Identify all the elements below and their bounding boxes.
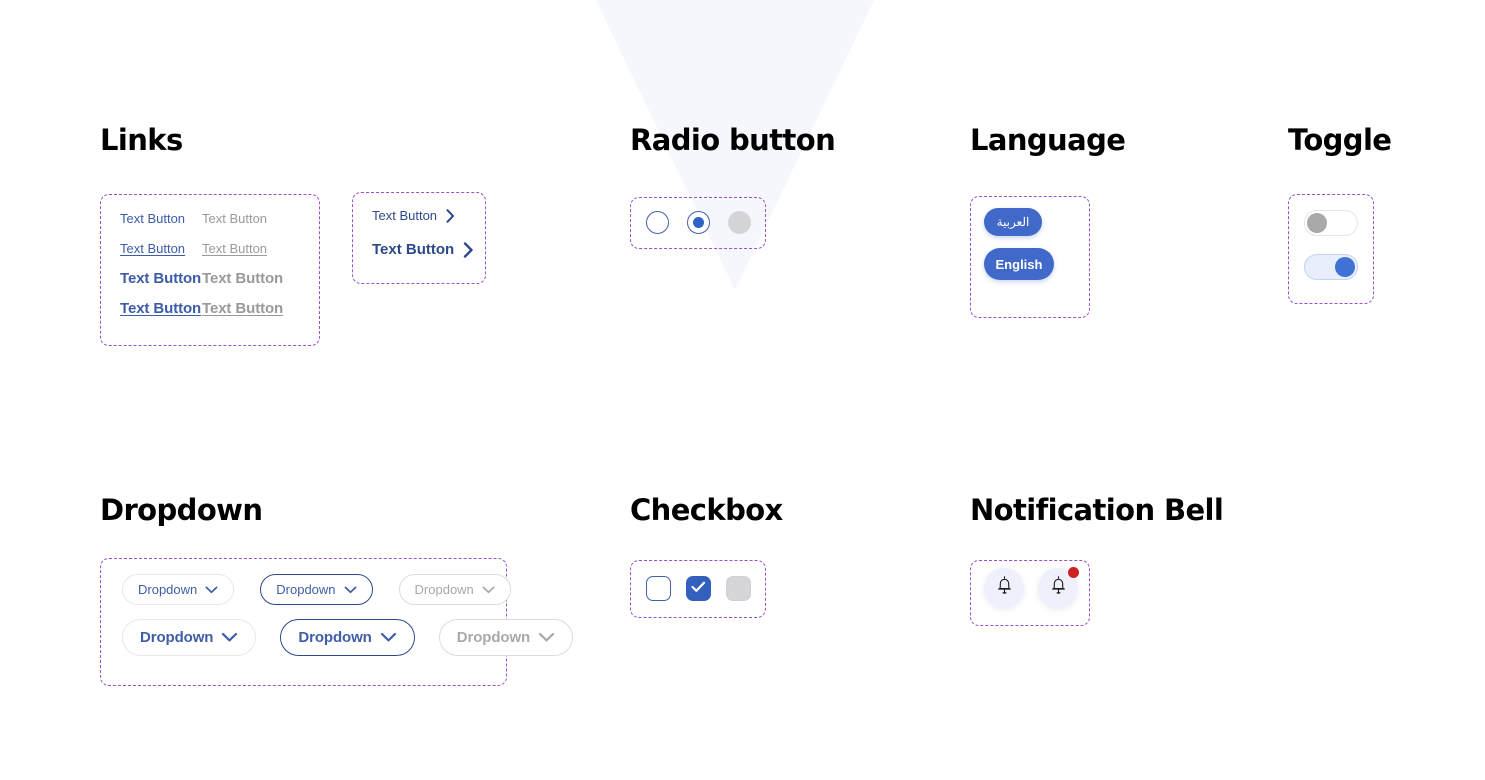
dropdown-rows: Dropdown Dropdown Dropdown [122, 574, 574, 656]
dropdown-small-active[interactable]: Dropdown [260, 574, 373, 605]
section-notification-bell: Notification Bell [970, 493, 1224, 626]
radio-frame [630, 197, 766, 249]
section-title-radio: Radio button [630, 123, 836, 157]
checkbox-frame [630, 560, 766, 618]
toggle-switch-on[interactable] [1304, 254, 1358, 280]
section-dropdown: Dropdown Dropdown Dropdown Dropdown [100, 493, 574, 686]
bell-icon [996, 576, 1013, 600]
section-radio-button: Radio button [630, 123, 836, 249]
text-link-arrow-small-label: Text Button [372, 208, 438, 223]
text-link-small-enabled[interactable]: Text Button [120, 211, 186, 226]
notification-badge-dot [1068, 567, 1079, 578]
dropdown-row-large: Dropdown Dropdown Dropdown [122, 619, 574, 656]
dropdown-small-disabled: Dropdown [398, 574, 511, 605]
text-link-large-disabled: Text Button [202, 270, 284, 287]
dropdown-row-small: Dropdown Dropdown Dropdown [122, 574, 573, 605]
radio-dot-icon [693, 217, 704, 228]
radio-selected[interactable] [687, 211, 710, 234]
chevron-down-icon [380, 632, 397, 643]
language-frame [970, 196, 1090, 318]
dropdown-large-active[interactable]: Dropdown [280, 619, 415, 656]
language-option-english[interactable]: English [984, 248, 1054, 280]
text-link-arrow-small[interactable]: Text Button [372, 208, 474, 223]
section-links: Links Text Button Text Button Text Butto… [100, 123, 486, 346]
notification-bell-frame [970, 560, 1090, 626]
notification-bell-group [984, 567, 1079, 608]
dropdown-small-active-label: Dropdown [276, 582, 336, 597]
radio-group [646, 211, 751, 234]
text-link-small-disabled: Text Button [202, 211, 268, 226]
text-link-arrow-large-label: Text Button [372, 241, 455, 258]
dropdown-large-default-label: Dropdown [140, 629, 214, 646]
section-title-dropdown: Dropdown [100, 493, 263, 527]
section-title-checkbox: Checkbox [630, 493, 783, 527]
links-grid: Text Button Text Button Text Button Text… [120, 210, 300, 318]
dropdown-large-disabled: Dropdown [438, 619, 574, 656]
checkbox-disabled [726, 576, 751, 601]
checkbox-group [646, 576, 751, 601]
links-arrow-list: Text Button Text Button [372, 208, 474, 258]
chevron-down-icon [482, 586, 495, 594]
dropdown-small-default-label: Dropdown [138, 582, 198, 597]
language-option-arabic[interactable]: العربية [984, 208, 1042, 236]
toggle-group [1304, 210, 1358, 280]
radio-unselected[interactable] [646, 211, 669, 234]
chevron-down-icon [221, 632, 238, 643]
dropdown-large-active-label: Dropdown [298, 629, 372, 646]
text-link-large-underline-disabled: Text Button [202, 300, 284, 317]
dropdown-small-disabled-label: Dropdown [414, 582, 474, 597]
section-language: Language العربية English [970, 123, 1126, 318]
toggle-switch-off[interactable] [1304, 210, 1358, 236]
toggle-knob [1335, 257, 1355, 277]
checkbox-unchecked[interactable] [646, 576, 671, 601]
chevron-right-icon [446, 208, 455, 223]
chevron-down-icon [205, 586, 218, 594]
chevron-down-icon [344, 586, 357, 594]
text-link-large-enabled[interactable]: Text Button [120, 270, 202, 287]
notification-bell-default[interactable] [984, 568, 1024, 608]
section-checkbox: Checkbox [630, 493, 783, 618]
section-title-language: Language [970, 123, 1126, 157]
dropdown-small-default[interactable]: Dropdown [122, 574, 235, 605]
links-grid-frame [100, 194, 320, 346]
checkbox-checked[interactable] [686, 576, 711, 601]
bell-icon [1050, 576, 1067, 600]
section-title-links: Links [100, 123, 183, 157]
section-toggle: Toggle [1288, 123, 1392, 304]
check-icon [691, 580, 706, 598]
text-link-small-underline-disabled: Text Button [202, 241, 268, 256]
chevron-right-icon [463, 241, 474, 258]
text-link-large-underline-enabled[interactable]: Text Button [120, 300, 202, 317]
dropdown-large-disabled-label: Dropdown [456, 629, 531, 646]
section-title-notification-bell: Notification Bell [970, 493, 1224, 527]
chevron-down-icon [538, 632, 555, 643]
text-link-arrow-large[interactable]: Text Button [372, 241, 474, 258]
section-title-toggle: Toggle [1288, 123, 1392, 157]
notification-bell-unread[interactable] [1038, 567, 1079, 608]
text-link-small-underline-enabled[interactable]: Text Button [120, 241, 186, 256]
dropdown-large-default[interactable]: Dropdown [122, 619, 257, 656]
language-options: العربية English [984, 208, 1054, 280]
links-arrow-frame [352, 192, 486, 284]
toggle-knob [1307, 213, 1327, 233]
toggle-frame [1288, 194, 1374, 304]
radio-disabled [728, 211, 751, 234]
